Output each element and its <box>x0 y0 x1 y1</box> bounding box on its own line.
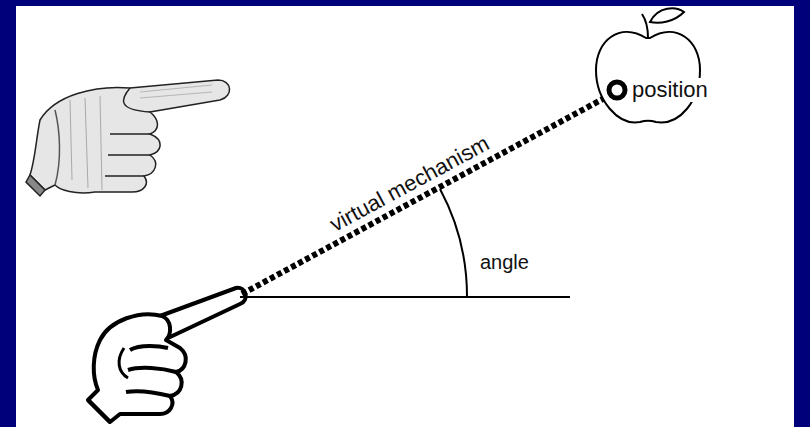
angle-arc <box>440 189 467 297</box>
engraved-hand <box>26 80 230 196</box>
angle-label: angle <box>480 252 529 272</box>
position-label: position <box>630 78 710 102</box>
dotted-line <box>242 94 612 294</box>
position-marker <box>609 82 625 98</box>
apple <box>596 8 700 122</box>
reference-line <box>240 296 570 298</box>
cartoon-hand <box>88 288 246 422</box>
